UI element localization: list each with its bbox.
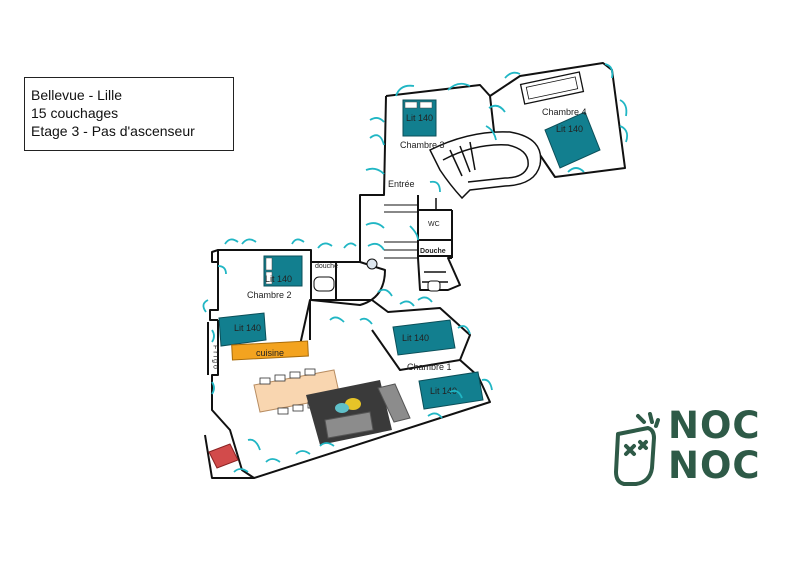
bathtub — [313, 276, 335, 292]
beds — [218, 99, 601, 410]
bed-label-chambre4: Lit 140 — [556, 124, 583, 134]
corridor-lines — [384, 204, 418, 259]
bed-chambre1-top — [392, 319, 456, 356]
label-wc: WC — [428, 221, 440, 228]
chambre4-wardrobe-inner — [525, 76, 579, 100]
label-chambre4: Chambre 4 — [542, 107, 587, 117]
bed-pillows — [265, 101, 433, 285]
label-entree: Entrée — [388, 179, 415, 189]
label-frigo: Frigo — [212, 345, 219, 371]
label-douche: Douche — [420, 248, 446, 255]
bed-chambre1-bottom — [418, 371, 484, 410]
coffee-table-teal — [335, 403, 349, 413]
logo-line2: NOC — [668, 444, 761, 487]
furniture — [208, 71, 585, 469]
label-chambre1: Chambre 1 — [407, 362, 452, 372]
label-douche-small: douche — [315, 263, 338, 270]
coffee-table-yellow — [345, 398, 361, 410]
bed-label-chambre2-bottom: Lit 140 — [234, 323, 261, 333]
doors — [202, 63, 629, 473]
label-chambre2: Chambre 2 — [247, 290, 292, 300]
kitchen-counter — [231, 340, 309, 361]
bed-label-chambre3: Lit 140 — [406, 113, 433, 123]
info-location: Bellevue - Lille — [31, 87, 123, 103]
bed-label-chambre1-bottom: Lit 140 — [430, 386, 457, 396]
label-chambre3: Chambre 3 — [400, 140, 445, 150]
bed-chambre4 — [544, 111, 601, 169]
fist-icon — [614, 412, 660, 486]
staircase — [422, 131, 542, 283]
label-cuisine: cuisine — [256, 348, 284, 358]
info-capacity: 15 couchages — [31, 105, 119, 121]
tv-unit — [377, 383, 411, 423]
bed-chambre2-bottom — [218, 312, 267, 347]
sofa — [324, 411, 374, 439]
bed-label-chambre2-top: Lit 140 — [265, 274, 292, 284]
sink — [366, 258, 378, 270]
toilet — [427, 280, 441, 292]
room-labels: Chambre 3 Chambre 4 Entrée WC douche Dou… — [247, 107, 587, 372]
info-box: Bellevue - Lille 15 couchages Etage 3 - … — [24, 77, 234, 151]
info-floor: Etage 3 - Pas d'ascenseur — [31, 123, 195, 139]
bed-label-chambre1-top: Lit 140 — [402, 333, 429, 343]
logo-line1: NOC — [668, 404, 761, 447]
bed-labels: Lit 140 Lit 140 Lit 140 Lit 140 Lit 140 … — [234, 113, 583, 396]
nocnoc-logo: NOC NOC — [610, 404, 780, 488]
radiator — [208, 443, 239, 469]
